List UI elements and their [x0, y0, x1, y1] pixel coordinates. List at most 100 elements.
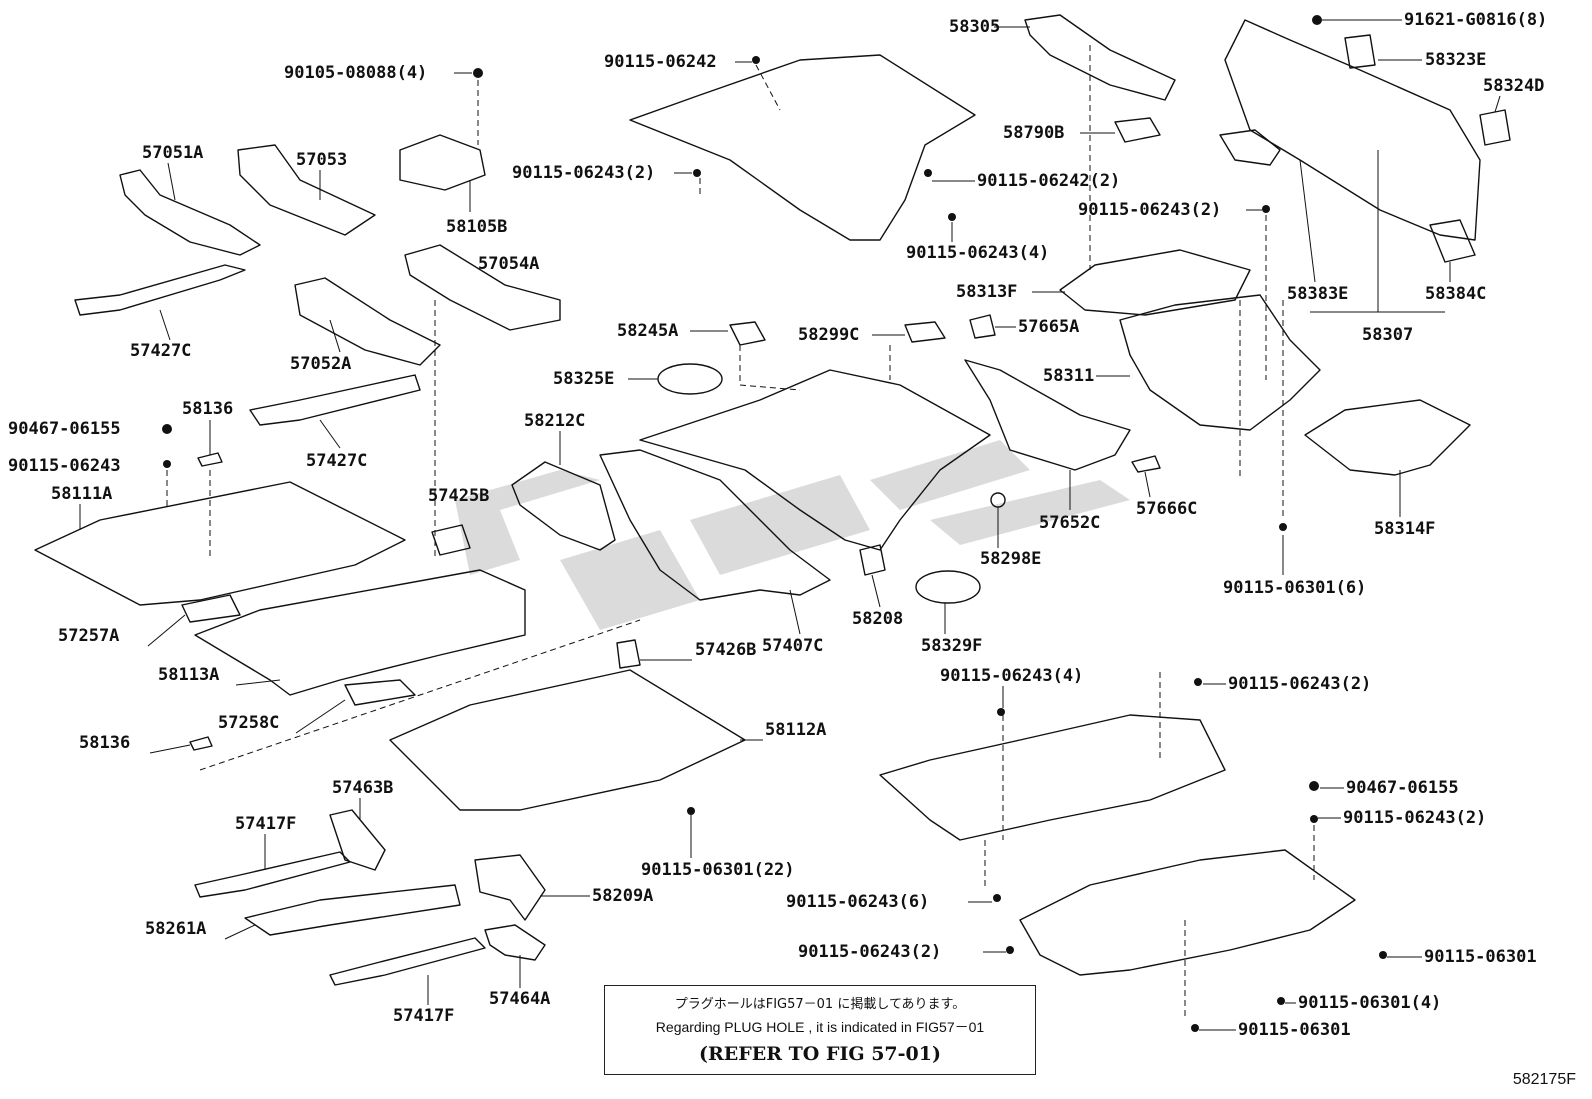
part-label: 57666C: [1136, 499, 1198, 519]
bolt-icon: [687, 807, 695, 815]
part-57407C: [599, 449, 831, 601]
part-58323E: [1344, 34, 1376, 69]
part-58111A: [34, 481, 406, 606]
note-japanese-text: プラグホールはFIG57－01 に掲載してあります。: [674, 997, 966, 1012]
part-57666C: [1131, 455, 1161, 473]
part-label: 57427C: [130, 341, 192, 361]
part-58329F: [915, 570, 981, 604]
part-58299C: [904, 321, 946, 343]
part-label: 90115-06243(2): [1343, 808, 1487, 828]
bolt-icon: [1006, 946, 1014, 954]
part-57053: [237, 144, 376, 236]
part-label: 90115-06301(4): [1298, 993, 1442, 1013]
part-label: 90115-06243(2): [798, 942, 942, 962]
part-58212C: [511, 461, 616, 551]
part-57463B: [329, 809, 386, 871]
part-label: 90115-06301(6): [1223, 578, 1367, 598]
bolt-icon: [1262, 205, 1270, 213]
part-label: 58298E: [980, 549, 1042, 569]
bolt-icon: [1277, 997, 1285, 1005]
part-label: 57053: [296, 150, 348, 170]
part-label: 58305: [949, 17, 1001, 37]
part-label: 90467-06155: [1346, 778, 1459, 798]
part-label: 57258C: [218, 713, 280, 733]
part-label: 58299C: [798, 325, 860, 345]
bolt-icon: [997, 708, 1005, 716]
part-underfloor-right-lower: [1019, 849, 1356, 976]
part-label: 57425B: [428, 486, 490, 506]
bolt-icon: [1309, 781, 1319, 791]
watermark-logo: [455, 440, 1130, 630]
part-57417F-upper: [194, 851, 351, 898]
note-english-text: Regarding PLUG HOLE , it is indicated in…: [655, 1019, 985, 1035]
part-58105B: [399, 134, 486, 191]
part-label: 57463B: [332, 778, 394, 798]
part-57417F-lower: [329, 937, 486, 986]
part-label: 58111A: [51, 484, 113, 504]
part-label: 57426B: [695, 640, 757, 660]
part-label: 58329F: [921, 636, 983, 656]
part-58384C: [1429, 219, 1476, 263]
part-rear-floor-upper: [629, 54, 976, 241]
part-label: 90467-06155: [8, 419, 121, 439]
part-58383E: [1219, 129, 1281, 166]
part-label: 90115-06243(4): [940, 666, 1084, 686]
part-label: 58245A: [617, 321, 679, 341]
part-label: 90115-06243(2): [512, 163, 656, 183]
part-58113A: [194, 569, 526, 696]
fastener-group: [162, 15, 1387, 1032]
part-58261A: [244, 884, 461, 936]
bolt-icon: [752, 56, 760, 64]
part-label: 57054A: [478, 254, 540, 274]
part-57464A: [484, 924, 546, 961]
part-label: 90115-06242(2): [977, 171, 1121, 191]
part-label: 57417F: [235, 814, 297, 834]
part-57426B: [616, 639, 641, 669]
part-label: 57051A: [142, 143, 204, 163]
part-label: 90115-06242: [604, 52, 717, 72]
bolt-icon: [948, 213, 956, 221]
part-label: 57665A: [1018, 317, 1080, 337]
part-58112A: [389, 669, 746, 811]
part-58325E: [657, 363, 723, 395]
part-57665A: [969, 314, 996, 339]
part-label: 57052A: [290, 354, 352, 374]
part-label: 58307: [1362, 325, 1414, 345]
part-label: 57652C: [1039, 513, 1101, 533]
part-label: 57257A: [58, 626, 120, 646]
part-57051A: [119, 169, 261, 256]
part-label: 90115-06243(4): [906, 243, 1050, 263]
part-label: 58209A: [592, 886, 654, 906]
part-58313F: [1059, 249, 1251, 316]
part-label: 58384C: [1425, 284, 1487, 304]
part-label: 57464A: [489, 989, 551, 1009]
bolt-icon: [993, 894, 1001, 902]
part-label: 58136: [182, 399, 234, 419]
part-57652C: [964, 359, 1131, 471]
bolt-icon: [924, 169, 932, 177]
part-58790B: [1114, 117, 1161, 143]
part-label: 58323E: [1425, 50, 1487, 70]
bolt-icon: [1194, 678, 1202, 686]
bolt-icon: [1379, 951, 1387, 959]
part-label: 58212C: [524, 411, 586, 431]
part-58136-lower: [189, 736, 213, 751]
part-label: 90115-06243(2): [1078, 200, 1222, 220]
part-57425B: [431, 524, 471, 556]
part-57427C-lower: [249, 374, 421, 426]
part-label: 90115-06301(22): [641, 860, 795, 880]
part-label: 58112A: [765, 720, 827, 740]
part-label: 90115-06243: [8, 456, 121, 476]
part-label: 90105-08088(4): [284, 63, 428, 83]
bolt-icon: [1312, 15, 1322, 25]
part-label: 58261A: [145, 919, 207, 939]
bolt-icon: [163, 460, 171, 468]
part-58245A: [729, 321, 766, 346]
bolt-icon: [1279, 523, 1287, 531]
bolt-icon: [1191, 1024, 1199, 1032]
part-label: 58314F: [1374, 519, 1436, 539]
part-label: 90115-06301: [1424, 947, 1537, 967]
assembly-dashed-lines: [166, 45, 1315, 1020]
plug-hole-note-box: プラグホールはFIG57－01 に掲載してあります。 Regarding PLU…: [604, 985, 1036, 1075]
